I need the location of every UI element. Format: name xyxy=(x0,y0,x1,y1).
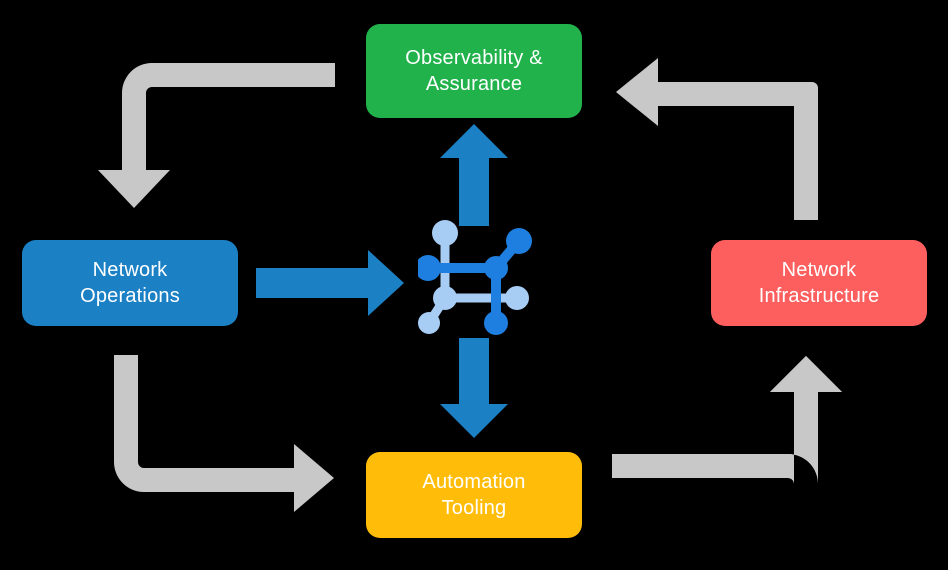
blue-arrow-center-to-automation xyxy=(440,338,508,438)
blue-arrow-operations-to-center xyxy=(256,250,404,316)
gray-arrow-infrastructure-to-observability xyxy=(616,58,818,220)
node-box-network-operations[interactable]: Network Operations xyxy=(22,240,238,326)
node-label-network-operations: Network Operations xyxy=(80,258,180,307)
node-box-automation-tooling[interactable]: Automation Tooling xyxy=(366,452,582,538)
gray-arrow-automation-to-infrastructure xyxy=(612,356,842,570)
gray-arrow-observability-to-operations xyxy=(98,63,335,208)
network-icon-nodes-light xyxy=(418,220,529,334)
network-topology-icon xyxy=(418,220,532,335)
node-box-network-infrastructure[interactable]: Network Infrastructure xyxy=(711,240,927,326)
node-label-network-infrastructure: Network Infrastructure xyxy=(758,258,880,307)
node-label-automation-tooling: Automation Tooling xyxy=(422,470,526,519)
node-label-observability: Observability & Assurance xyxy=(405,46,543,95)
node-box-observability[interactable]: Observability & Assurance xyxy=(366,24,582,118)
blue-arrow-center-to-observability xyxy=(440,124,508,226)
network-icon-nodes-dark xyxy=(418,228,532,335)
gray-arrow-operations-to-automation xyxy=(114,355,334,512)
